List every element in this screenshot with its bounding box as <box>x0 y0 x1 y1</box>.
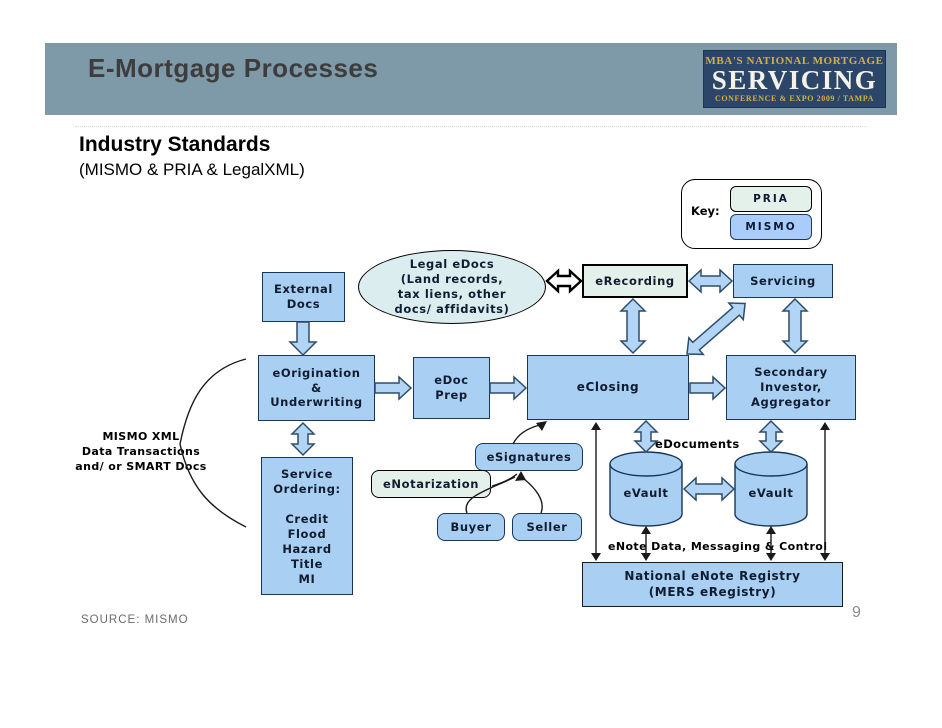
arrow-servicing-secondary <box>781 297 809 355</box>
logo-line-top: MBA'S NATIONAL MORTGAGE <box>705 55 884 67</box>
arrow-legaledocs-erecording <box>545 268 583 294</box>
arrow-evault-evault <box>682 476 736 502</box>
label-edocuments: eDocuments <box>655 437 740 451</box>
node-eorigination-underwriting: eOrigination & Underwriting <box>258 355 375 421</box>
node-enotarization: eNotarization <box>371 470 491 498</box>
key-pria-badge: PRIA <box>730 186 812 212</box>
arrow-eclosing-registry-thin <box>591 422 601 561</box>
label-enote-data-messaging: eNote Data, Messaging & Control <box>608 540 828 553</box>
arrow-erecording-servicing <box>687 268 734 294</box>
node-buyer: Buyer <box>437 513 505 541</box>
arrow-erecording-eclosing <box>619 297 647 355</box>
logo-line-bottom: CONFERENCE & EXPO 2009 / TAMPA <box>714 94 875 103</box>
page-number: 9 <box>852 604 861 621</box>
node-erecording: eRecording <box>582 264 688 298</box>
conference-logo: MBA'S NATIONAL MORTGAGE SERVICING CONFER… <box>703 50 886 108</box>
arrow-secondary-evault-right <box>758 419 784 454</box>
arrow-eorigination-serviceordering <box>290 421 316 457</box>
node-secondary-investor-aggregator: Secondary Investor, Aggregator <box>726 355 856 420</box>
arrow-eclosing-evault-left <box>633 419 659 454</box>
heading-standards-subtitle: (MISMO & PRIA & LegalXML) <box>79 160 305 179</box>
arrow-edocprep-to-eclosing <box>489 375 528 401</box>
node-evault-right: eVault <box>748 485 794 500</box>
heading-industry-standards: Industry Standards <box>79 133 271 156</box>
node-external-docs: External Docs <box>262 272 345 322</box>
logo-line-main: SERVICING <box>711 65 878 95</box>
key-mismo-badge: MISMO <box>730 214 812 240</box>
arrow-eclosing-servicing-diagonal <box>686 302 746 356</box>
node-esignatures: eSignatures <box>475 443 583 471</box>
node-eclosing: eClosing <box>527 355 689 420</box>
node-servicing: Servicing <box>733 264 833 298</box>
node-service-ordering: Service Ordering: Credit Flood Hazard Ti… <box>261 457 353 595</box>
label-mismo-xml-smart-docs: MISMO XML Data Transactions and/ or SMAR… <box>75 430 207 473</box>
arrow-externaldocs-to-eorigination <box>288 321 318 357</box>
node-legal-edocs-ellipse: Legal eDocs (Land records, tax liens, ot… <box>358 250 546 324</box>
slide-divider-line <box>75 126 867 127</box>
node-evault-left: eVault <box>623 485 669 500</box>
node-national-enote-registry: National eNote Registry (MERS eRegistry) <box>582 562 843 607</box>
arrow-eorigination-to-edocprep <box>374 375 413 401</box>
arrow-eclosing-to-secondary <box>689 375 727 401</box>
slide-title: E-Mortgage Processes <box>88 53 379 83</box>
key-label: Key: <box>691 204 720 218</box>
node-seller: Seller <box>512 513 582 541</box>
node-edoc-prep: eDoc Prep <box>413 357 490 419</box>
curve-esignatures-to-eclosing <box>512 421 547 445</box>
source-note: SOURCE: MISMO <box>81 614 189 626</box>
